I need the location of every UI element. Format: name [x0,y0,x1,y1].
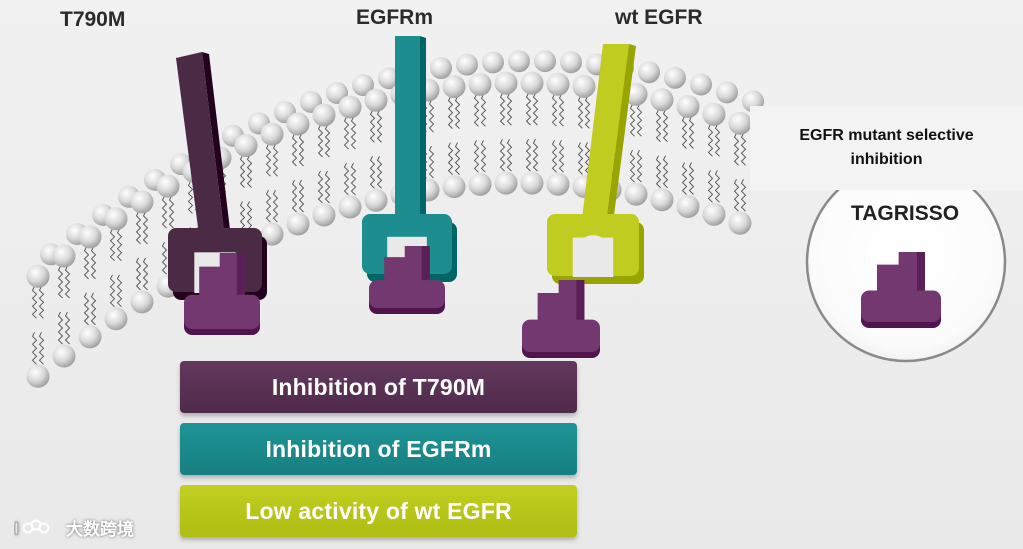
lipid-heads [26,50,764,388]
watermark-logo-icon: I [14,518,50,538]
watermark: I 大数跨境 [14,515,134,540]
receptor-t790m [168,52,267,335]
result-bar-t790m: Inhibition of T790M [180,361,577,413]
callout-box: EGFR mutant selective inhibition [750,106,1023,190]
receptor-group [168,36,644,358]
drug-molecule [184,253,260,335]
result-bar-egfrm: Inhibition of EGFRm [180,423,577,475]
tagrisso-title: TAGRISSO [850,202,960,225]
drug-molecule [369,246,445,314]
binding-pocket [576,235,610,268]
watermark-text: 大数跨境 [66,520,134,539]
label-wt-egfr: wt EGFR [615,6,703,29]
result-bar-wt-egfr: Low activity of wt EGFR [180,485,577,537]
lipid-bilayer [26,50,764,388]
label-t790m: T790M [60,8,126,31]
receptor-egfrm [362,36,457,314]
svg-text:I: I [14,519,19,538]
tagrisso-drug [861,252,941,328]
receptor-stem [176,52,225,243]
receptor-stem [582,44,629,223]
tagrisso-drug-molecule [861,252,941,328]
receptor-wt-egfr [522,44,644,358]
callout-text: EGFR mutant selective inhibition [799,127,974,168]
label-egfrm: EGFRm [356,6,434,29]
receptor-stem [395,36,420,222]
drug-molecule [522,280,600,358]
